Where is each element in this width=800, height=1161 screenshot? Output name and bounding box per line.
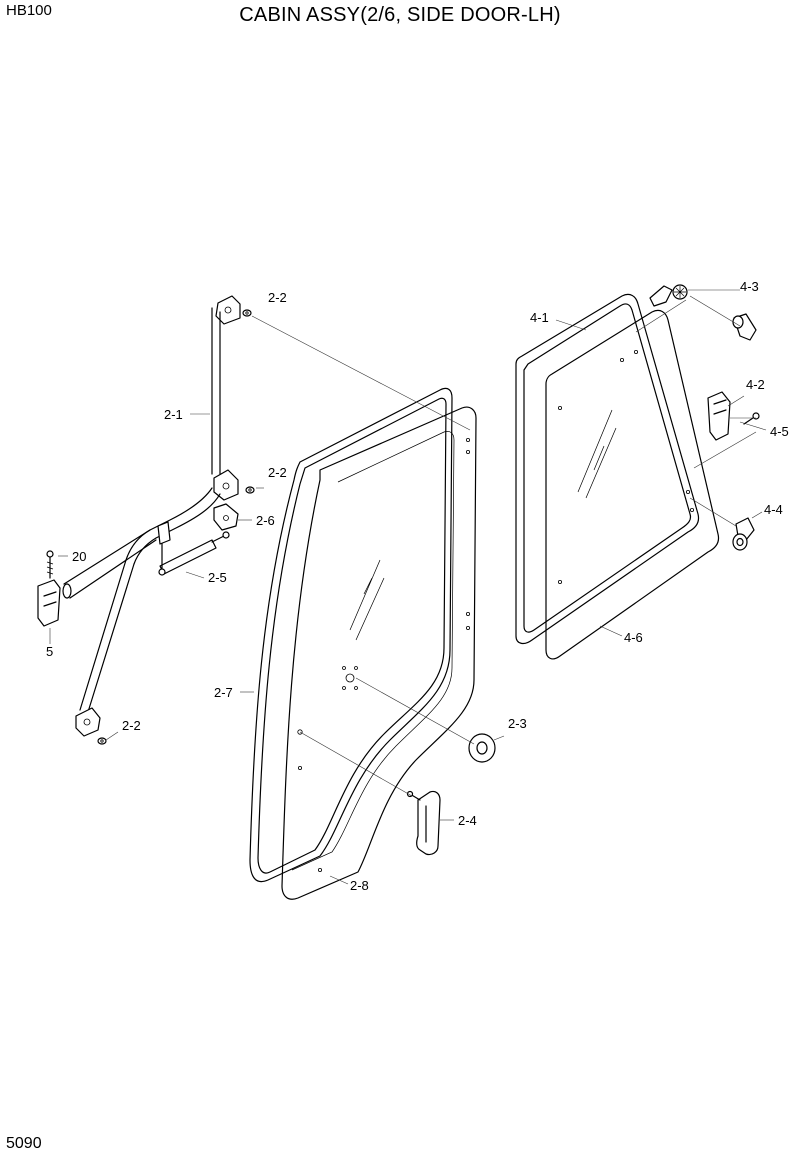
window-seal-part [515,293,700,645]
callout-2-8: 2-8 [350,878,369,893]
handrail-part [62,295,241,737]
callout-2-5: 2-5 [208,570,227,585]
callout-2-3: 2-3 [508,716,527,731]
callout-20: 20 [72,549,86,564]
callout-4-2: 4-2 [746,377,765,392]
callout-labels: 2-2 2-1 2-2 2-6 20 2-5 5 2-2 2-7 2-3 2-4… [46,279,789,893]
callout-4-3: 4-3 [740,279,759,294]
page-number: 5090 [6,1135,42,1152]
leader-lines [49,289,767,885]
window-glass-part [545,309,720,660]
callout-2-1: 2-1 [164,407,183,422]
gas-damper-part [157,521,230,576]
door-handle-part [406,790,441,856]
damper-bracket-part [213,503,239,531]
callout-5: 5 [46,644,53,659]
bolt-part [46,550,54,579]
callout-4-5: 4-5 [770,424,789,439]
window-lock-part [707,391,731,441]
callout-2-2-mid: 2-2 [268,465,287,480]
callout-2-2-top: 2-2 [268,290,287,305]
model-code: HB100 [6,2,52,19]
door-seal-part [249,387,453,883]
callout-2-4: 2-4 [458,813,477,828]
callout-4-4: 4-4 [764,502,783,517]
lock-bolt-part [743,412,760,425]
callout-2-7: 2-7 [214,685,233,700]
callout-2-2-bottom: 2-2 [122,718,141,733]
latch-part [649,284,757,341]
catch-part [732,517,755,551]
page-title: CABIN ASSY(2/6, SIDE DOOR-LH) [239,4,561,26]
door-stopper-part [37,579,61,627]
washer-part [97,309,255,745]
grommet-part [468,733,496,763]
callout-4-6: 4-6 [624,630,643,645]
callout-2-6: 2-6 [256,513,275,528]
callout-4-1: 4-1 [530,310,549,325]
door-glass-part [281,406,477,900]
